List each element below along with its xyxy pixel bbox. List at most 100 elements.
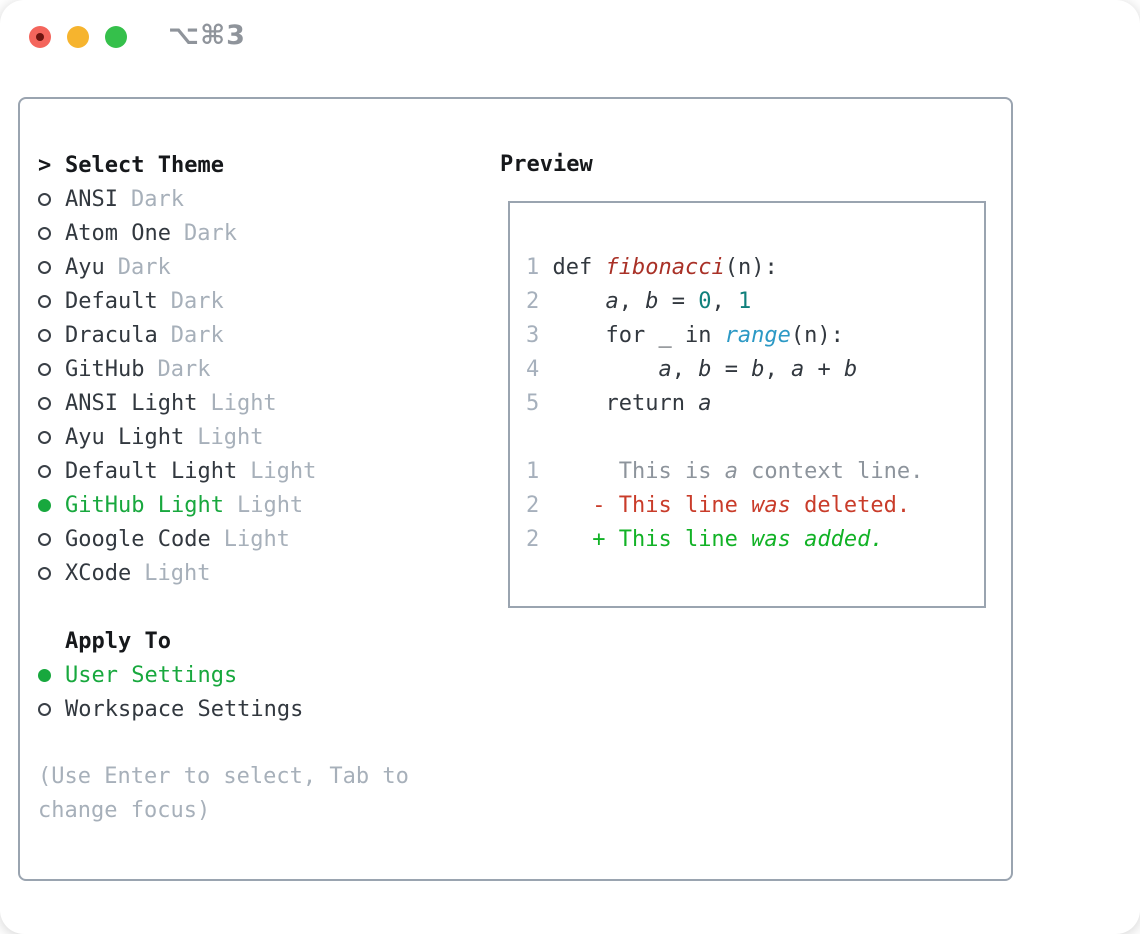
radio-icon	[38, 362, 51, 376]
spacer	[38, 726, 468, 760]
code-line: 5 return a	[526, 387, 984, 421]
code-token: ,	[764, 357, 791, 382]
radio-icon	[38, 532, 51, 546]
code-token: a	[698, 391, 712, 416]
code-line: 3 for _ in range(n):	[526, 319, 984, 353]
theme-tag: Dark	[170, 322, 224, 348]
code-token: ,	[671, 357, 699, 382]
theme-tag: Light	[210, 390, 277, 416]
theme-tag: Dark	[170, 288, 224, 314]
code-token: for _ in	[539, 323, 725, 348]
radio-selected-icon	[38, 498, 51, 512]
line-number: 3	[526, 323, 540, 348]
code-token: (n):	[790, 323, 844, 348]
radio-icon	[38, 328, 51, 342]
theme-tag: Dark	[117, 254, 171, 280]
radio-icon	[38, 396, 51, 410]
code-token: ,	[711, 289, 738, 314]
theme-tag: Dark	[157, 356, 211, 382]
theme-tag: Light	[250, 458, 317, 484]
line-number: 2	[526, 527, 540, 552]
code-token: range	[724, 323, 791, 348]
radio-icon	[38, 430, 51, 444]
code-token: ,	[618, 289, 646, 314]
code-token	[539, 289, 605, 314]
apply-option-workspace-settings[interactable]: Workspace Settings	[38, 692, 468, 726]
radio-icon	[38, 702, 51, 716]
code-token: added.	[804, 527, 884, 552]
theme-option-github-light[interactable]: GitHub Light Light	[38, 488, 468, 522]
theme-option-default-light[interactable]: Default Light Light	[38, 454, 468, 488]
code-token: + This line	[539, 527, 752, 552]
radio-icon	[38, 226, 51, 240]
traffic-lights	[29, 26, 127, 48]
theme-tag: Light	[197, 424, 264, 450]
code-token: This is	[539, 459, 725, 484]
code-token: - This line	[539, 493, 752, 518]
diff-context-line: 1 This is a context line.	[526, 455, 984, 489]
theme-tag: Light	[236, 492, 304, 518]
diff-added-line: 2 + This line was added.	[526, 523, 984, 557]
theme-option-atom-one[interactable]: Atom One Dark	[38, 216, 468, 250]
radio-icon	[38, 464, 51, 478]
code-token: context line.	[737, 459, 924, 484]
code-token: was	[751, 493, 791, 518]
code-token: b	[698, 357, 712, 382]
close-button[interactable]	[29, 26, 51, 48]
selection-cursor-icon: >	[38, 152, 52, 178]
theme-option-default[interactable]: Default Dark	[38, 284, 468, 318]
theme-tag: Dark	[130, 186, 184, 212]
code-token: fibonacci	[605, 255, 725, 280]
code-line: 2 a, b = 0, 1	[526, 285, 984, 319]
code-token: a	[605, 289, 619, 314]
code-token: b	[645, 289, 659, 314]
line-number: 1	[526, 459, 540, 484]
hint-text: (Use Enter to select, Tab to change focu…	[38, 764, 409, 823]
radio-icon	[38, 260, 51, 274]
zoom-button[interactable]	[105, 26, 127, 48]
select-theme-title: Select Theme	[65, 152, 224, 178]
preview-header: Preview	[500, 152, 593, 177]
theme-option-github[interactable]: GitHub Dark	[38, 352, 468, 386]
code-token: a	[790, 357, 805, 382]
code-token: 0	[698, 289, 712, 314]
theme-picker-panel: > Select Theme ANSI Dark Atom One Dark A…	[18, 97, 1013, 881]
line-number: 1	[526, 255, 540, 280]
theme-list: > Select Theme ANSI Dark Atom One Dark A…	[38, 148, 468, 828]
apply-option-user-settings[interactable]: User Settings	[38, 658, 468, 692]
code-token: a	[658, 357, 672, 382]
code-line-blank	[526, 421, 984, 455]
theme-option-google-code[interactable]: Google Code Light	[38, 522, 468, 556]
code-token: b	[843, 357, 858, 382]
code-token	[791, 527, 804, 552]
theme-option-ansi-light[interactable]: ANSI Light Light	[38, 386, 468, 420]
titlebar: ⌥⌘3	[0, 0, 1140, 75]
code-line: 4 a, b = b, a + b	[526, 353, 984, 387]
code-token: b	[751, 357, 765, 382]
theme-tag: Light	[144, 560, 211, 586]
radio-icon	[38, 294, 51, 308]
code-token: a	[724, 459, 738, 484]
theme-option-ansi[interactable]: ANSI Dark	[38, 182, 468, 216]
code-token: =	[658, 289, 699, 314]
theme-option-ayu[interactable]: Ayu Dark	[38, 250, 468, 284]
code-token: =	[711, 357, 752, 382]
code-token: (n):	[724, 255, 778, 280]
minimize-button[interactable]	[67, 26, 89, 48]
code-token	[539, 357, 658, 382]
code-line: 1 def fibonacci(n):	[526, 251, 984, 285]
line-number: 2	[526, 289, 540, 314]
theme-option-ayu-light[interactable]: Ayu Light Light	[38, 420, 468, 454]
apply-to-header: Apply To	[38, 624, 468, 658]
code-token: deleted.	[790, 493, 911, 518]
theme-option-dracula[interactable]: Dracula Dark	[38, 318, 468, 352]
diff-deleted-line: 2 - This line was deleted.	[526, 489, 984, 523]
radio-selected-icon	[38, 668, 51, 682]
radio-icon	[38, 566, 51, 580]
line-number: 4	[526, 357, 540, 382]
theme-tag: Dark	[183, 220, 237, 246]
theme-option-xcode[interactable]: XCode Light	[38, 556, 468, 590]
radio-icon	[38, 192, 51, 206]
code-token: return	[539, 391, 699, 416]
spacer	[38, 590, 468, 624]
